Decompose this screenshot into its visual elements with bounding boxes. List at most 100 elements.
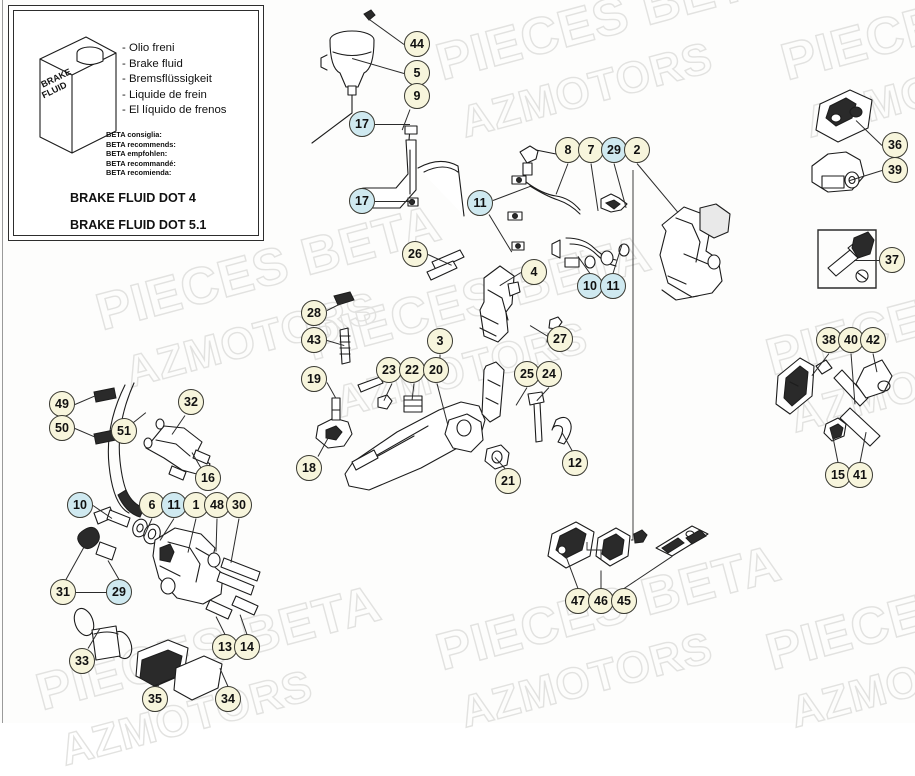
- callout-number: 4: [530, 264, 538, 279]
- callout-number: 11: [167, 497, 181, 512]
- callout-10[interactable]: 10: [577, 273, 603, 299]
- callout-number: 23: [382, 362, 396, 377]
- callout-21[interactable]: 21: [495, 468, 521, 494]
- callout-number: 31: [56, 584, 70, 599]
- callout-17[interactable]: 17: [349, 111, 375, 137]
- callout-number: 51: [117, 423, 131, 438]
- callout-number: 29: [112, 584, 126, 599]
- beta-rec-it: BETA consiglia:: [106, 130, 162, 139]
- callout-11[interactable]: 11: [161, 492, 187, 518]
- callout-34[interactable]: 34: [215, 686, 241, 712]
- callout-46[interactable]: 46: [588, 588, 614, 614]
- callout-22[interactable]: 22: [399, 357, 425, 383]
- brake-pedal-art: [316, 292, 571, 490]
- callout-number: 7: [587, 142, 595, 157]
- callout-51[interactable]: 51: [111, 418, 137, 444]
- callout-14[interactable]: 14: [234, 634, 260, 660]
- callout-number: 13: [218, 639, 232, 654]
- callout-11[interactable]: 11: [467, 190, 493, 216]
- callout-8[interactable]: 8: [555, 137, 581, 163]
- callout-28[interactable]: 28: [301, 300, 327, 326]
- callout-number: 21: [501, 473, 515, 488]
- callout-number: 17: [355, 193, 369, 208]
- callout-number: 36: [888, 137, 902, 152]
- callout-19[interactable]: 19: [301, 366, 327, 392]
- callout-number: 39: [888, 162, 902, 177]
- callout-number: 9: [413, 88, 421, 103]
- callout-30[interactable]: 30: [226, 492, 252, 518]
- callout-number: 8: [564, 142, 572, 157]
- right-column-art: [776, 90, 892, 446]
- callout-11[interactable]: 11: [600, 273, 626, 299]
- callout-number: 16: [201, 470, 215, 485]
- callout-49[interactable]: 49: [49, 391, 75, 417]
- callout-17[interactable]: 17: [349, 188, 375, 214]
- beta-recommend-list: BETA consiglia: BETA recommends: BETA em…: [106, 130, 176, 178]
- brake-fluid-can-icon: [39, 36, 117, 154]
- callout-44[interactable]: 44: [404, 31, 430, 57]
- callout-number: 5: [413, 65, 421, 80]
- callout-40[interactable]: 40: [838, 327, 864, 353]
- callout-number: 22: [405, 362, 419, 377]
- callout-number: 1: [192, 497, 200, 512]
- callout-number: 26: [408, 246, 422, 261]
- callout-15[interactable]: 15: [825, 462, 851, 488]
- callout-29[interactable]: 29: [601, 137, 627, 163]
- front-caliper-art: [71, 383, 260, 700]
- callout-number: 10: [583, 278, 597, 293]
- callout-50[interactable]: 50: [49, 415, 75, 441]
- callout-47[interactable]: 47: [565, 588, 591, 614]
- callout-number: 48: [210, 497, 224, 512]
- callout-45[interactable]: 45: [611, 588, 637, 614]
- callout-16[interactable]: 16: [195, 465, 221, 491]
- callout-number: 50: [55, 420, 69, 435]
- callout-32[interactable]: 32: [178, 389, 204, 415]
- brake-fluid-dot51-label: BRAKE FLUID DOT 5.1: [70, 218, 207, 232]
- callout-number: 29: [607, 142, 621, 157]
- callout-27[interactable]: 27: [547, 326, 573, 352]
- fluid-lang-de: - Bremsflüssigkeit: [122, 73, 212, 86]
- callout-36[interactable]: 36: [882, 132, 908, 158]
- brake-fluid-dot4-label: BRAKE FLUID DOT 4: [70, 191, 196, 205]
- callout-31[interactable]: 31: [50, 579, 76, 605]
- switch-parts-art: [548, 170, 708, 568]
- callout-20[interactable]: 20: [423, 357, 449, 383]
- callout-18[interactable]: 18: [296, 455, 322, 481]
- callout-39[interactable]: 39: [882, 157, 908, 183]
- callout-10[interactable]: 10: [67, 492, 93, 518]
- brake-hose-banjo-art: [508, 146, 629, 268]
- callout-3[interactable]: 3: [427, 328, 453, 354]
- master-cylinder-art: [427, 250, 562, 343]
- callout-number: 44: [410, 36, 424, 51]
- callout-7[interactable]: 7: [578, 137, 604, 163]
- callout-43[interactable]: 43: [301, 327, 327, 353]
- callout-35[interactable]: 35: [142, 686, 168, 712]
- callout-23[interactable]: 23: [376, 357, 402, 383]
- beta-rec-en: BETA recommends:: [106, 139, 176, 149]
- callout-number: 46: [594, 593, 608, 608]
- callout-number: 49: [55, 396, 69, 411]
- callout-number: 38: [822, 332, 836, 347]
- exploded-view-artwork: [0, 0, 915, 723]
- callout-12[interactable]: 12: [562, 450, 588, 476]
- callout-29[interactable]: 29: [106, 579, 132, 605]
- callout-number: 27: [553, 331, 567, 346]
- fluid-lang-es: - El líquido de frenos: [122, 104, 227, 117]
- callout-number: 34: [221, 691, 235, 706]
- callout-37[interactable]: 37: [879, 247, 905, 273]
- callout-number: 30: [232, 497, 246, 512]
- callout-33[interactable]: 33: [69, 648, 95, 674]
- callout-42[interactable]: 42: [860, 327, 886, 353]
- callout-number: 32: [184, 394, 198, 409]
- callout-2[interactable]: 2: [624, 137, 650, 163]
- callout-number: 2: [633, 142, 641, 157]
- callout-4[interactable]: 4: [521, 259, 547, 285]
- callout-48[interactable]: 48: [204, 492, 230, 518]
- callout-number: 11: [473, 195, 487, 210]
- callout-24[interactable]: 24: [536, 361, 562, 387]
- callout-41[interactable]: 41: [847, 462, 873, 488]
- callout-number: 41: [853, 467, 867, 482]
- callout-26[interactable]: 26: [402, 241, 428, 267]
- callout-number: 33: [75, 653, 89, 668]
- callout-9[interactable]: 9: [404, 83, 430, 109]
